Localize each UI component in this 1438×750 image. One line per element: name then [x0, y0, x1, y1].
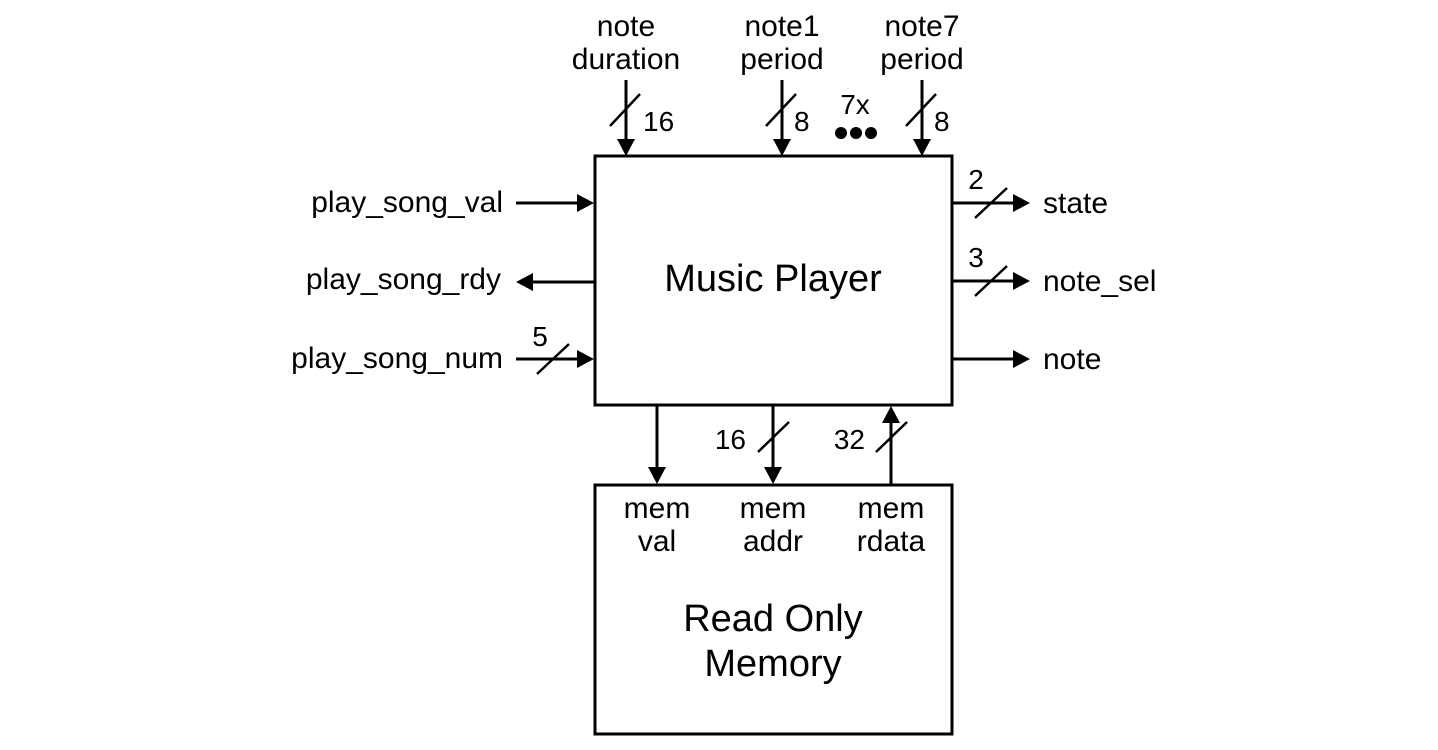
- mem-rdata-connection: 32 mem rdata: [834, 406, 926, 558]
- play-song-num-label: play_song_num: [291, 342, 503, 375]
- bus-slash-icon: [757, 421, 790, 453]
- repeat-count-label: 7x: [840, 89, 870, 120]
- rom-title-line2: Memory: [704, 643, 841, 685]
- left-port-play-song-num: play_song_num 5: [291, 321, 594, 375]
- note7-period-label-line2: period: [880, 43, 963, 76]
- bus-slash-icon: [974, 187, 1008, 219]
- note-sel-width: 3: [968, 242, 984, 273]
- play-song-val-label: play_song_val: [311, 186, 503, 219]
- note-duration-width: 16: [643, 106, 674, 137]
- top-input-note-duration: note duration 16: [572, 10, 680, 156]
- mem-val-label-line2: val: [638, 525, 676, 558]
- arrow-left-icon: [516, 273, 533, 291]
- bus-slash-icon: [765, 93, 797, 127]
- arrow-right-icon: [1013, 350, 1030, 368]
- arrow-down-icon: [764, 467, 782, 484]
- arrow-right-icon: [577, 350, 594, 368]
- rom-block: [593, 483, 954, 736]
- note-sel-label: note_sel: [1043, 265, 1156, 298]
- bus-slash-icon: [974, 265, 1008, 297]
- arrow-down-icon: [648, 467, 666, 484]
- note-duration-label-line1: note: [597, 10, 655, 43]
- mem-val-label-line1: mem: [624, 492, 691, 525]
- arrow-right-icon: [577, 194, 594, 212]
- top-input-note1-period: note1 period 8: [740, 10, 824, 156]
- note7-period-width: 8: [934, 106, 950, 137]
- state-width: 2: [968, 164, 984, 195]
- right-port-state: 2 state: [952, 164, 1108, 220]
- music-player-block: [593, 154, 954, 407]
- bus-slash-icon: [609, 93, 641, 127]
- note-duration-label-line2: duration: [572, 43, 680, 76]
- note7-period-label-line1: note7: [884, 10, 959, 43]
- bus-slash-icon: [905, 93, 937, 127]
- left-port-play-song-val: play_song_val: [311, 186, 594, 219]
- bus-slash-icon: [536, 343, 570, 375]
- mem-rdata-label-line2: rdata: [857, 525, 926, 558]
- left-port-play-song-rdy: play_song_rdy: [306, 263, 595, 296]
- right-port-note-sel: 3 note_sel: [952, 242, 1156, 298]
- mem-addr-label-line2: addr: [743, 525, 803, 558]
- state-label: state: [1043, 187, 1108, 220]
- play-song-num-width: 5: [532, 321, 548, 352]
- bus-slash-icon: [875, 421, 908, 453]
- mem-rdata-label-line1: mem: [858, 492, 925, 525]
- rom-title-line1: Read Only: [683, 598, 863, 640]
- right-port-note: note: [952, 343, 1101, 376]
- mem-val-connection: mem val: [624, 405, 691, 558]
- note1-period-width: 8: [794, 106, 810, 137]
- music-player-title: Music Player: [664, 258, 882, 300]
- arrow-down-icon: [773, 139, 791, 156]
- note1-period-label-line1: note1: [744, 10, 819, 43]
- arrow-down-icon: [617, 139, 635, 156]
- arrow-up-icon: [882, 406, 900, 423]
- mem-addr-width: 16: [715, 424, 746, 455]
- note-label: note: [1043, 343, 1101, 376]
- ellipsis-icon: [835, 127, 877, 139]
- mem-rdata-width: 32: [834, 424, 865, 455]
- play-song-rdy-label: play_song_rdy: [306, 263, 501, 296]
- note1-period-label-line2: period: [740, 43, 823, 76]
- arrow-down-icon: [913, 139, 931, 156]
- mem-addr-connection: 16 mem addr: [715, 405, 806, 558]
- top-input-note7-period: note7 period 8: [880, 10, 964, 156]
- arrow-right-icon: [1013, 194, 1030, 212]
- arrow-right-icon: [1013, 272, 1030, 290]
- mem-addr-label-line1: mem: [740, 492, 807, 525]
